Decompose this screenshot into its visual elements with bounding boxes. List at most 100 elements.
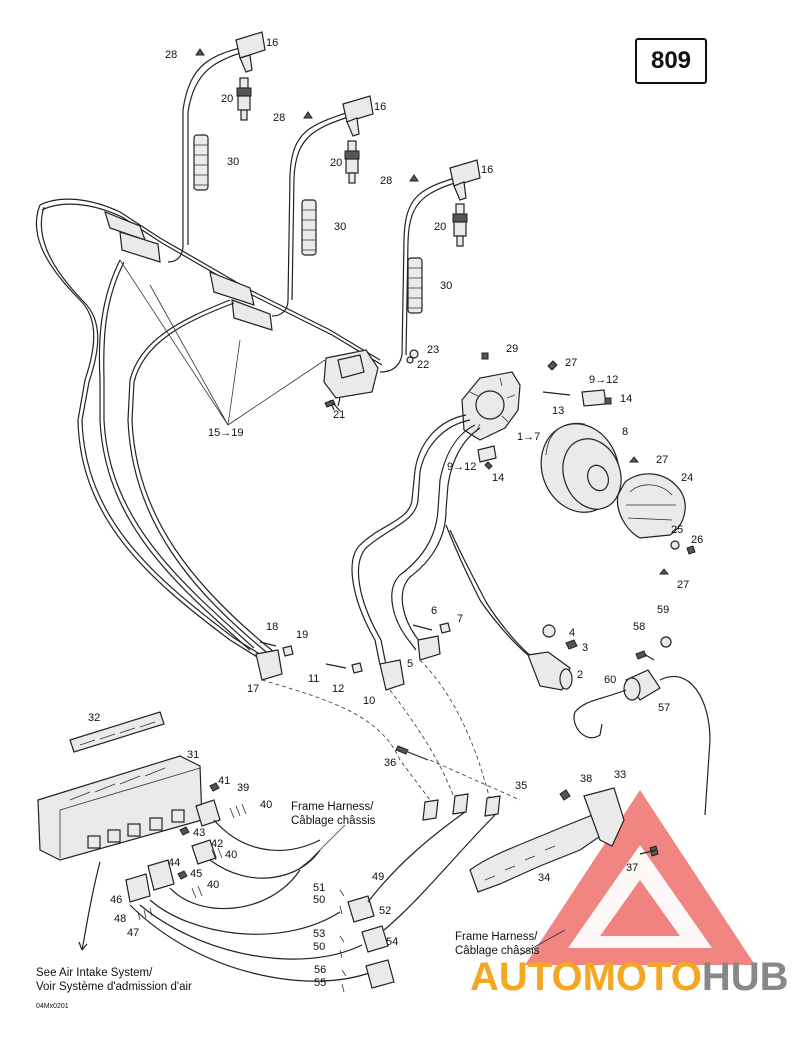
callout-c15_19: 15→19 (208, 427, 243, 439)
cable-clips (195, 48, 419, 182)
callout-c33: 33 (614, 769, 626, 781)
callout-c44: 44 (168, 857, 180, 869)
callout-c50b: 50 (313, 941, 325, 953)
callout-c48: 48 (114, 913, 126, 925)
callout-c37: 37 (626, 862, 638, 874)
flywheel-cover (616, 456, 696, 575)
callout-c55: 55 (314, 977, 326, 989)
callout-c53: 53 (313, 928, 325, 940)
callout-c42: 42 (211, 838, 223, 850)
callout-c29: 29 (506, 343, 518, 355)
callout-c6: 6 (431, 605, 437, 617)
callout-c30b: 30 (334, 221, 346, 233)
callout-c28c: 28 (380, 175, 392, 187)
callout-c41: 41 (218, 775, 230, 787)
callout-c16b: 16 (374, 101, 386, 113)
note-air-intake-line1: See Air Intake System/ (36, 967, 153, 979)
callout-c9_12a: 9→12 (589, 374, 618, 386)
ignition-cables (167, 44, 468, 373)
callout-c14a: 14 (620, 393, 632, 405)
callout-c14b: 14 (492, 472, 504, 484)
callout-c40c: 40 (207, 879, 219, 891)
callout-c25: 25 (671, 524, 683, 536)
callout-c24: 24 (681, 472, 693, 484)
callout-c8: 8 (622, 426, 628, 438)
callout-c10: 10 (363, 695, 375, 707)
ignition-coils (39, 198, 419, 412)
callout-c11: 11 (308, 673, 319, 685)
callout-c30a: 30 (227, 156, 239, 168)
callout-c40b: 40 (225, 849, 237, 861)
callout-c16a: 16 (266, 37, 278, 49)
callout-c31: 31 (187, 749, 199, 761)
callout-c27b: 27 (656, 454, 668, 466)
cable-sleeves (193, 134, 423, 314)
callout-c28b: 28 (273, 112, 285, 124)
ecu-module (37, 711, 203, 861)
callout-c51: 51 (313, 882, 325, 894)
callout-c50a: 50 (313, 894, 325, 906)
watermark-logo (525, 790, 755, 965)
harness-connectors (255, 622, 451, 691)
spark-plug-caps (235, 31, 481, 201)
callout-c38: 38 (580, 773, 592, 785)
callout-c27c: 27 (677, 579, 689, 591)
callout-c3: 3 (582, 642, 588, 654)
note-frame-harness-1-line2: Câblage châssis (291, 815, 376, 827)
callout-c9_12b: 9→12 (447, 461, 476, 473)
watermark-text-part1: AUTOMOTO (470, 955, 702, 999)
callout-c20b: 20 (330, 157, 342, 169)
callout-c35: 35 (515, 780, 527, 792)
callout-c12: 12 (332, 683, 344, 695)
watermark-text: AUTOMOTOHUB (470, 955, 789, 999)
callout-c13: 13 (552, 405, 564, 417)
callout-c58: 58 (633, 621, 645, 633)
callout-c52: 52 (379, 905, 391, 917)
page-number: 809 (650, 47, 692, 74)
callout-c40a: 40 (260, 799, 272, 811)
callout-c7: 7 (457, 613, 463, 625)
watermark-text-part2: HUB (702, 955, 789, 999)
callout-c26: 26 (691, 534, 703, 546)
callout-c17: 17 (247, 683, 259, 695)
ecu-connectors (78, 782, 373, 982)
callout-c36: 36 (384, 757, 396, 769)
spark-plug-3 (452, 203, 468, 247)
callout-c28a: 28 (165, 49, 177, 61)
harness-clips-35 (395, 745, 501, 821)
note-frame-harness-2-line2: Câblage châssis (455, 945, 540, 957)
callout-c23: 23 (427, 344, 439, 356)
sensor-2 (527, 624, 578, 691)
note-frame-harness-2-line1: Frame Harness/ (455, 931, 538, 943)
callout-c49: 49 (372, 871, 384, 883)
callout-c4: 4 (569, 627, 575, 639)
callout-c60: 60 (604, 674, 616, 686)
callout-c20c: 20 (434, 221, 446, 233)
callout-c20a: 20 (221, 93, 233, 105)
spark-plug-1 (236, 77, 252, 121)
callout-c1_7: 1→7 (517, 431, 540, 443)
note-frame-harness-1-line1: Frame Harness/ (291, 801, 374, 813)
callout-c46: 46 (110, 894, 122, 906)
callout-c18: 18 (266, 621, 278, 633)
bottom-connectors (339, 811, 496, 993)
stator-assembly (411, 352, 612, 511)
callout-c27a: 27 (565, 357, 577, 369)
callout-c19: 19 (296, 629, 308, 641)
callout-c22: 22 (417, 359, 429, 371)
callout-c59: 59 (657, 604, 669, 616)
callout-c43: 43 (193, 827, 205, 839)
callout-labels: 162820162820301628203030232229279→121413… (88, 37, 703, 989)
routing-lines (261, 659, 521, 801)
callout-c16c: 16 (481, 164, 493, 176)
stator-harness (351, 499, 533, 666)
callout-c32: 32 (88, 712, 100, 724)
callout-c2: 2 (577, 669, 583, 681)
callout-c56: 56 (314, 964, 326, 976)
callout-c45: 45 (190, 868, 202, 880)
callout-c21: 21 (333, 409, 345, 421)
bracket-34 (469, 787, 659, 893)
callout-c5: 5 (407, 658, 413, 670)
flywheel (540, 422, 622, 513)
